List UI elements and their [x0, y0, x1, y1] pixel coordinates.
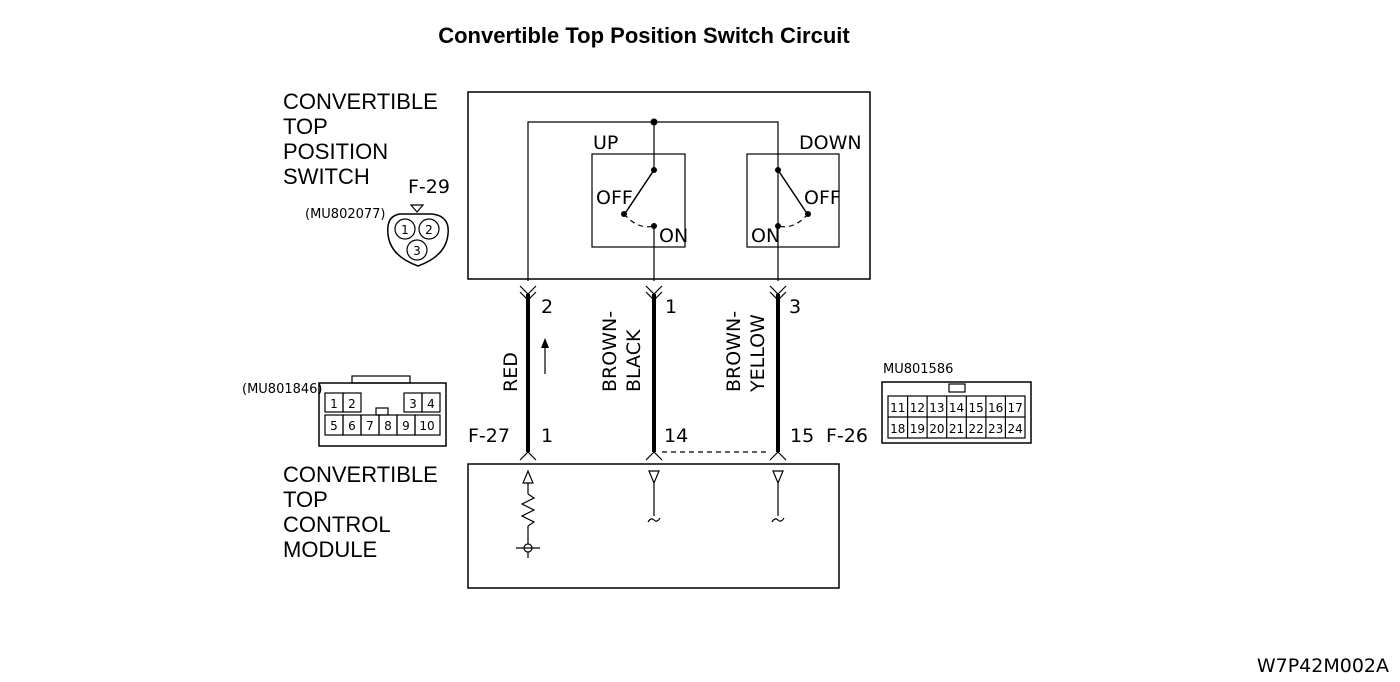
f26-pin-13: 13: [929, 401, 944, 415]
f26-pin-23: 23: [988, 422, 1003, 436]
up-on-label: ON: [659, 225, 688, 247]
switch-name-line-2: TOP: [283, 114, 328, 139]
down-label: DOWN: [799, 132, 862, 154]
f26-pin-11: 11: [890, 401, 905, 415]
f26-pin-18: 18: [890, 422, 905, 436]
wire-red-color: RED: [500, 352, 522, 392]
f27-pin-3: 3: [409, 397, 417, 411]
module-input-14-symbol: [647, 470, 661, 523]
f26-pin-12: 12: [910, 401, 925, 415]
wire-red-switch-pin: 2: [541, 296, 553, 318]
switch-common-bus: [527, 121, 779, 281]
wire-brown-black-color-line-2: BLACK: [623, 329, 645, 392]
f27-pin-8: 8: [384, 419, 392, 433]
up-off-label: OFF: [596, 187, 633, 209]
figure-code: W7P42M002A: [1257, 655, 1389, 677]
module-name-line-2: TOP: [283, 487, 328, 512]
wire-brown-black-color-line-1: BROWN-: [599, 311, 621, 392]
f26-pin-15: 15: [968, 401, 983, 415]
f26-pin-24: 24: [1008, 422, 1023, 436]
module-housing: [467, 463, 840, 589]
module-label: CONVERTIBLE TOP CONTROL MODULE: [283, 462, 438, 562]
module-name-line-4: MODULE: [283, 537, 377, 562]
switch-pin-3: 3: [413, 244, 421, 258]
connector-f27-part-no: (MU801846): [242, 382, 323, 397]
wire-brown-yellow-switch-pin: 3: [789, 296, 801, 318]
f27-pin-1: 1: [330, 397, 338, 411]
down-switch: DOWN OFF ON: [746, 132, 862, 248]
switch-label: CONVERTIBLE TOP POSITION SWITCH: [283, 89, 438, 189]
f26-pin-22: 22: [968, 422, 983, 436]
wire-brown-yellow-module-pin: 15: [790, 425, 814, 447]
f26-pin-16: 16: [988, 401, 1003, 415]
f27-pin-2: 2: [348, 397, 356, 411]
current-direction-arrow: [541, 338, 549, 374]
down-off-label: OFF: [804, 187, 841, 209]
module-side-terminals: [519, 451, 787, 461]
f26-pin-20: 20: [929, 422, 944, 436]
f26-pin-19: 19: [910, 422, 925, 436]
down-on-label: ON: [751, 225, 780, 247]
f26-pin-17: 17: [1008, 401, 1023, 415]
pull-up-resistor-symbol: [516, 469, 540, 558]
f26-pin-14: 14: [949, 401, 964, 415]
f27-pin-7: 7: [366, 419, 374, 433]
switch-name-line-1: CONVERTIBLE: [283, 89, 438, 114]
f27-pin-10: 10: [419, 419, 434, 433]
module-name-line-1: CONVERTIBLE: [283, 462, 438, 487]
connector-f26-label: F-26: [826, 425, 868, 447]
f27-pin-5: 5: [330, 419, 338, 433]
connector-f26-part-no: MU801586: [883, 362, 953, 377]
connector-f27-label: F-27: [468, 425, 510, 447]
switch-name-line-4: SWITCH: [283, 164, 370, 189]
diagram-title: Convertible Top Position Switch Circuit: [438, 23, 850, 48]
switch-connector-face: 1 2 3: [387, 204, 449, 267]
switch-name-line-3: POSITION: [283, 139, 388, 164]
f27-pin-9: 9: [402, 419, 410, 433]
switch-pin-2: 2: [425, 223, 433, 237]
switch-pin-1: 1: [401, 223, 409, 237]
up-switch-box: [591, 153, 686, 248]
f27-pin-6: 6: [348, 419, 356, 433]
wire-brown-black-module-pin: 14: [664, 425, 688, 447]
connector-f26-face: 11 12 13 14 15 16 17 18 19 20 21 22 23 2…: [881, 381, 1032, 444]
up-label: UP: [593, 132, 618, 154]
switch-connector-label: F-29: [408, 176, 450, 198]
f26-pin-21: 21: [949, 422, 964, 436]
switch-connector-part-no: (MU802077): [305, 207, 386, 222]
module-input-15-symbol: [771, 470, 785, 523]
connector-f27-face: 1 2 3 4 5 6 7 8 9 10: [318, 375, 447, 447]
down-switch-box: [746, 153, 840, 248]
switch-housing: [467, 91, 871, 280]
f27-pin-4: 4: [427, 397, 435, 411]
wire-red-module-pin: 1: [541, 425, 553, 447]
up-switch: UP OFF ON: [591, 122, 688, 281]
wire-brown-yellow-color-line-1: BROWN-: [723, 311, 745, 392]
wire-brown-yellow-color-line-2: YELLOW: [747, 314, 769, 393]
wire-brown-black-switch-pin: 1: [665, 296, 677, 318]
module-name-line-3: CONTROL: [283, 512, 391, 537]
